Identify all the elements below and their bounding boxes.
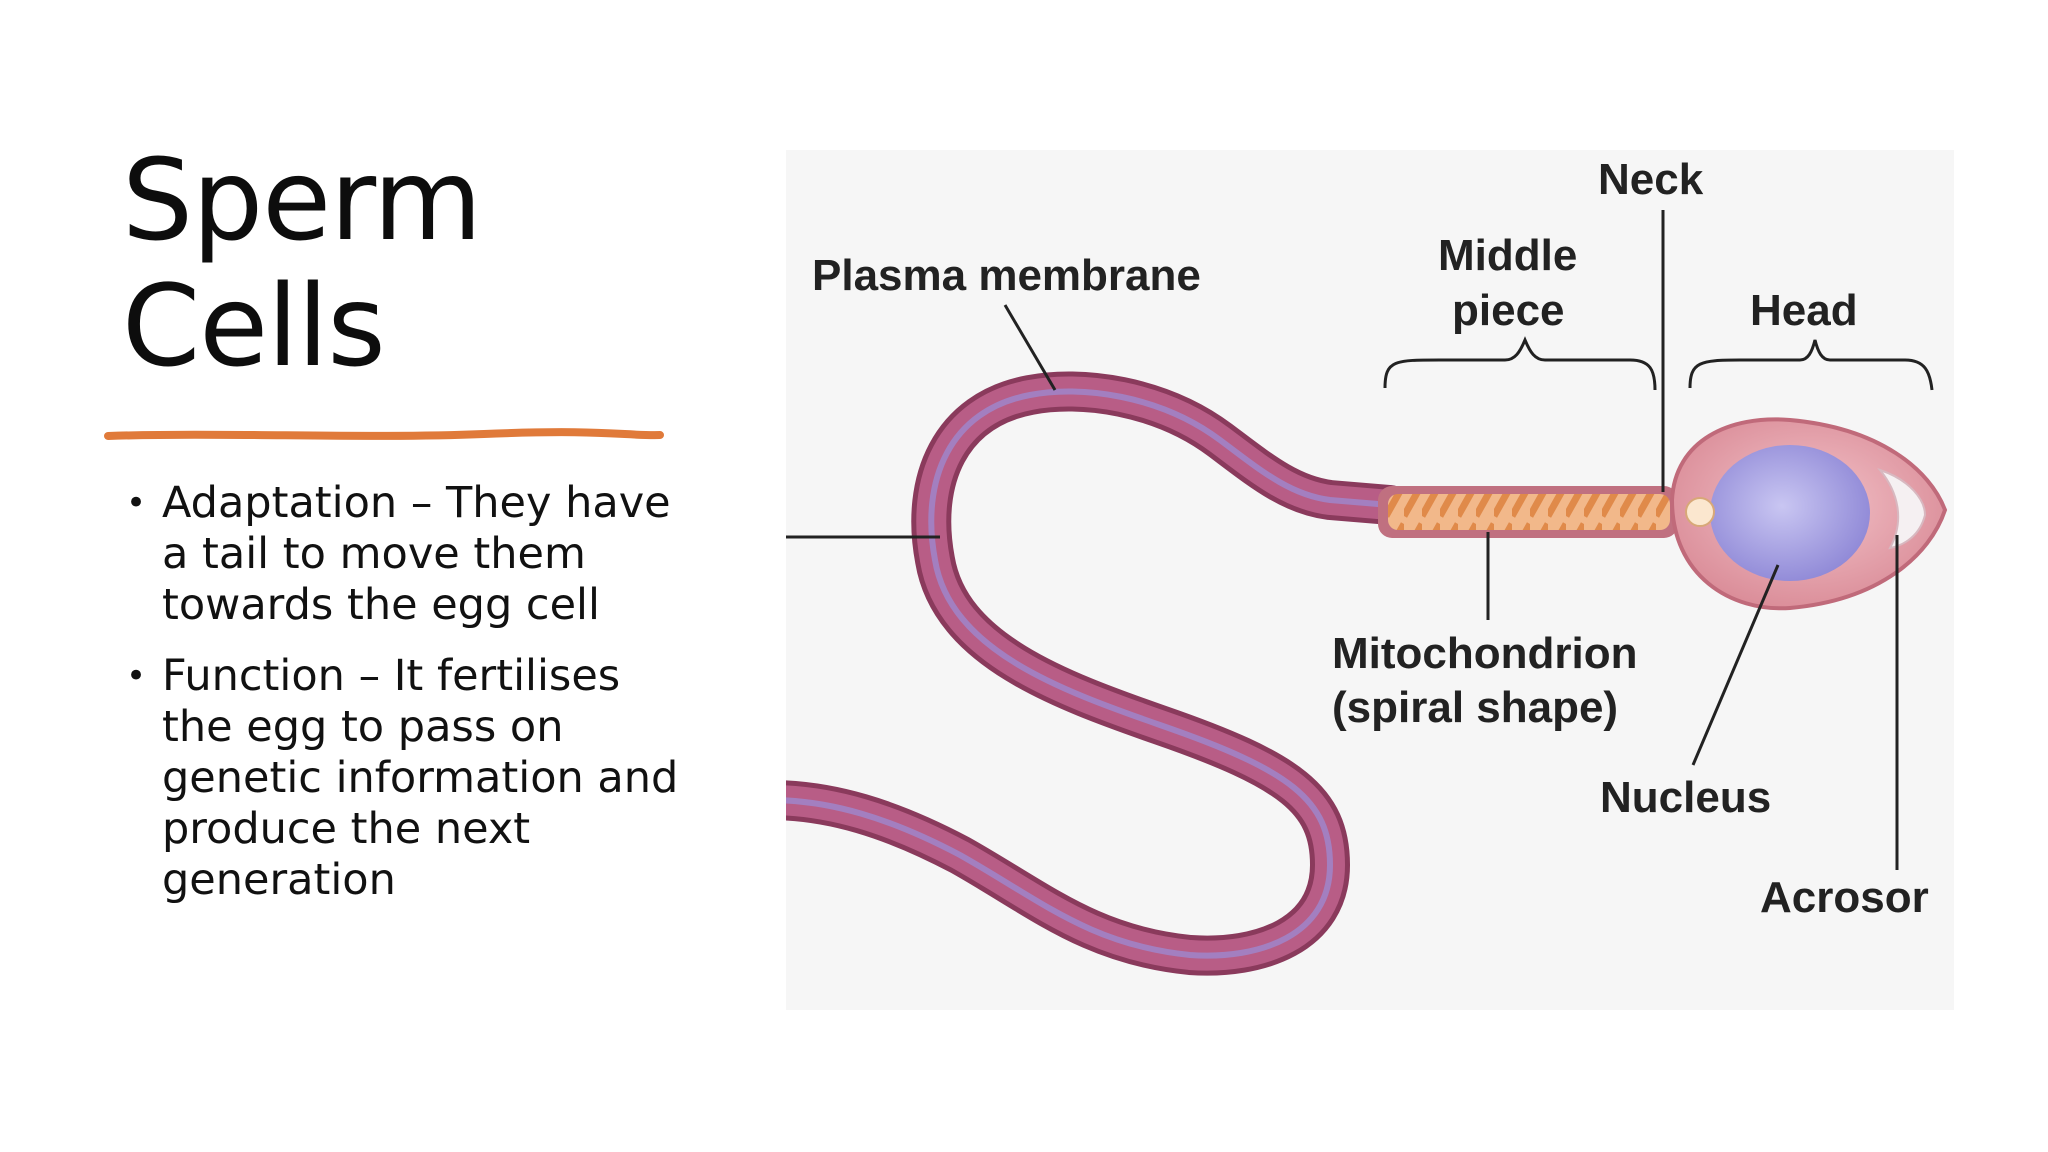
acrosome-shape [1877,467,1927,550]
bullet-list: • Adaptation – They have a tail to move … [122,478,682,926]
sperm-cell-diagram: Neck Plasma membrane Middle piece Head M… [786,150,1954,1010]
label-neck: Neck [1598,155,1704,204]
label-middle: Middle [1438,231,1577,280]
bullet-item-function: • Function – It fertilises the egg to pa… [122,651,682,906]
nucleus-shape [1710,445,1870,581]
label-head: Head [1750,286,1858,335]
label-nucleus: Nucleus [1600,773,1771,822]
label-plasma-membrane: Plasma membrane [812,251,1201,300]
middle-piece [1378,486,1678,538]
label-mitochondrion: Mitochondrion [1332,629,1638,678]
bullet-text: Adaptation – They have a tail to move th… [162,478,671,630]
nucleus-leader [1691,564,1780,766]
label-acrosome: Acrosor [1760,873,1929,922]
title-line-1: Sperm [122,136,482,266]
bullet-item-adaptation: • Adaptation – They have a tail to move … [122,478,682,631]
head-brace [1688,339,1934,391]
title-line-2: Cells [122,262,386,392]
bullet-text: Function – It fertilises the egg to pass… [162,651,679,905]
label-spiral-shape: (spiral shape) [1332,683,1618,732]
centriole [1685,497,1715,527]
title-underline [104,428,664,440]
label-piece: piece [1452,286,1565,335]
bullet-dot: • [126,483,147,523]
bullet-dot: • [126,656,147,696]
slide-title: Sperm Cells [122,138,682,390]
tail [786,371,1410,976]
plasma-membrane-leader [1003,304,1057,391]
middle-piece-brace [1383,336,1657,391]
head [1669,417,1948,611]
